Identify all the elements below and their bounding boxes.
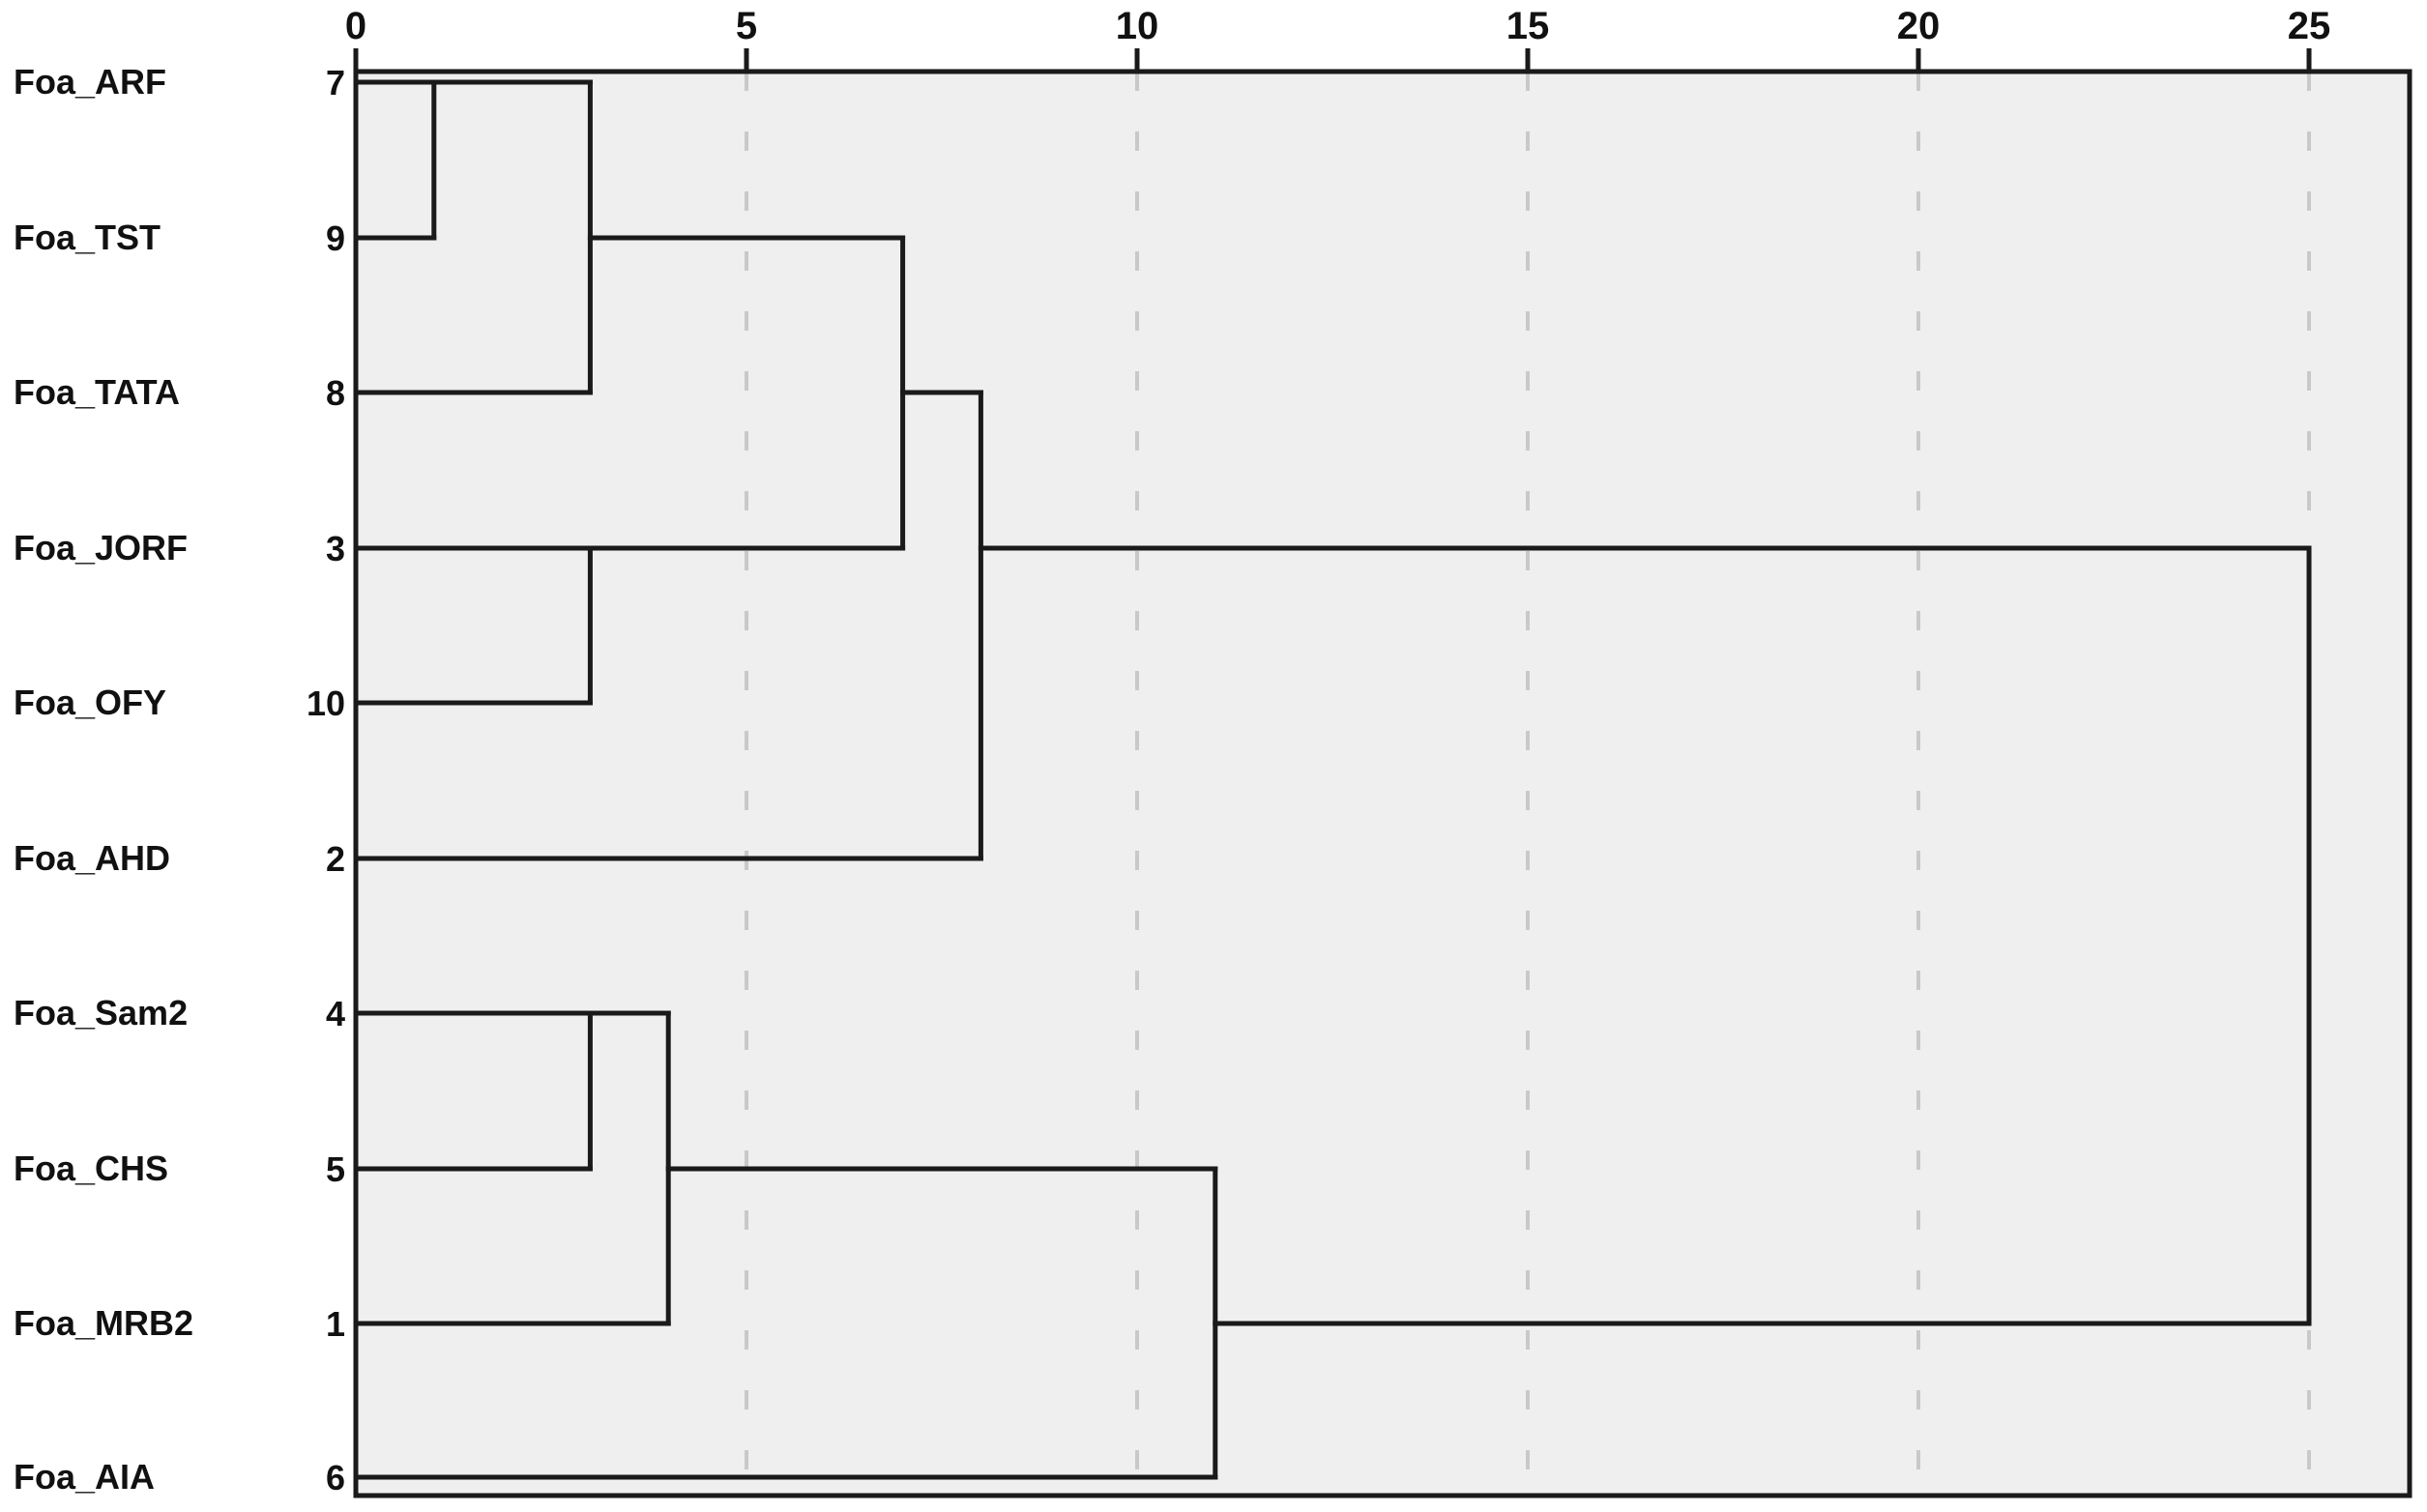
axis-tick-label-5: 5 bbox=[736, 5, 757, 47]
leaf-label-Foa_CHS: Foa_CHS bbox=[14, 1149, 168, 1188]
leaf-label-Foa_ARF: Foa_ARF bbox=[14, 62, 166, 102]
axis-tick-label-25: 25 bbox=[2288, 5, 2331, 47]
leaf-label-Foa_Sam2: Foa_Sam2 bbox=[14, 993, 188, 1032]
leaf-case-number-5: 5 bbox=[326, 1149, 345, 1189]
axis-tick-label-15: 15 bbox=[1506, 5, 1550, 47]
plot-frame bbox=[353, 69, 2412, 1498]
leaf-case-number-3: 3 bbox=[326, 529, 345, 568]
leaf-case-number-8: 8 bbox=[326, 373, 345, 413]
leaf-case-number-4: 4 bbox=[326, 994, 345, 1033]
leaf-case-number-9: 9 bbox=[326, 218, 345, 258]
leaf-case-number-10: 10 bbox=[307, 683, 345, 723]
axis-tick-label-10: 10 bbox=[1116, 5, 1159, 47]
axis-tick-label-0: 0 bbox=[345, 5, 366, 47]
leaf-case-number-6: 6 bbox=[326, 1458, 345, 1497]
leaf-label-Foa_AIA: Foa_AIA bbox=[14, 1457, 155, 1497]
leaf-label-Foa_MRB2: Foa_MRB2 bbox=[14, 1303, 193, 1343]
leaf-case-number-2: 2 bbox=[326, 839, 345, 879]
leaf-label-Foa_AHD: Foa_AHD bbox=[14, 838, 170, 878]
leaf-label-Foa_JORF: Foa_JORF bbox=[14, 528, 188, 567]
leaf-case-number-7: 7 bbox=[326, 63, 345, 102]
leaf-label-Foa_TATA: Foa_TATA bbox=[14, 372, 180, 412]
plot-area-background bbox=[356, 72, 2410, 1496]
leaf-case-number-1: 1 bbox=[326, 1304, 345, 1344]
leaf-label-Foa_TST: Foa_TST bbox=[14, 218, 161, 257]
leaf-label-Foa_OFY: Foa_OFY bbox=[14, 683, 166, 722]
axis-tick-label-20: 20 bbox=[1897, 5, 1941, 47]
